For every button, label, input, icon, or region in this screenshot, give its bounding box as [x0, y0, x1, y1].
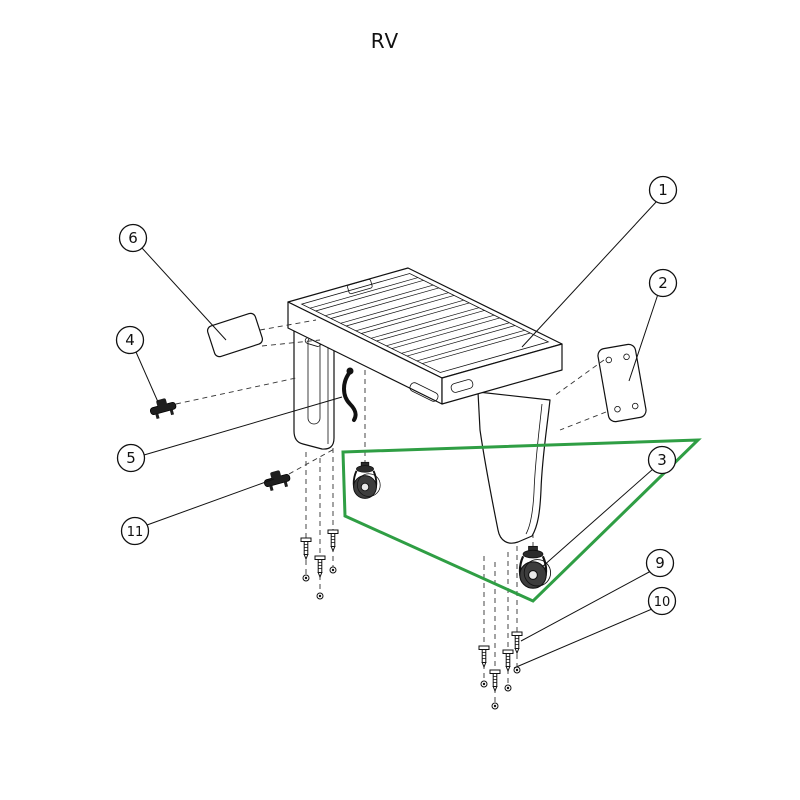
right-leg-inner-contour: [525, 403, 543, 535]
platform-label-plate: [347, 278, 373, 295]
plate-hole-1: [605, 356, 612, 364]
screw: [327, 529, 339, 552]
callout-circle-9[interactable]: [645, 548, 675, 578]
strap-bracket: [342, 367, 358, 422]
screw: [489, 669, 501, 692]
plate-hole-2: [623, 353, 630, 361]
highlight-region: [341, 438, 702, 603]
washer: [316, 592, 324, 600]
platform-inner-rim: [300, 273, 550, 373]
callout-circle-4[interactable]: [115, 325, 145, 355]
callout-circle-10[interactable]: [647, 586, 677, 616]
washer: [491, 702, 499, 710]
callout-number-5: 5: [126, 449, 136, 467]
leader-line-11: [146, 478, 275, 526]
leader-line-5: [143, 396, 343, 456]
leader-line-2: [628, 293, 659, 382]
plate-hole-3: [614, 405, 621, 413]
apron-handle-slot: [409, 382, 439, 402]
apron-latch-slot: [450, 379, 474, 393]
callout-circle-2[interactable]: [648, 268, 678, 298]
callout-1[interactable]: 1: [648, 175, 678, 205]
callout-6[interactable]: 6: [118, 223, 148, 253]
callout-9[interactable]: 9: [645, 548, 675, 578]
callout-number-3: 3: [657, 451, 667, 469]
screw: [314, 555, 326, 578]
clamp-latch-11: [261, 467, 293, 493]
callout-circle-5[interactable]: [116, 443, 146, 473]
mounting-plate-body: [597, 343, 647, 423]
callout-circle-1[interactable]: [648, 175, 678, 205]
callout-circle-3[interactable]: [647, 445, 677, 475]
screw: [502, 649, 514, 672]
diagram-title: RV: [371, 29, 399, 53]
pad-plate: [206, 312, 264, 358]
screw: [300, 537, 312, 560]
strap-hook: [342, 370, 358, 422]
leader-line-4: [135, 351, 159, 403]
right-leg-panel: [477, 391, 551, 544]
caster-wheel-right: [518, 545, 552, 590]
callout-number-9: 9: [655, 554, 665, 572]
callout-number-6: 6: [128, 229, 138, 247]
washer: [504, 684, 512, 692]
callout-number-2: 2: [658, 274, 668, 292]
platform-apron-right-face: [441, 343, 563, 405]
callout-2[interactable]: 2: [648, 268, 678, 298]
assembly-guide-lines: [175, 319, 607, 475]
callout-4[interactable]: 4: [115, 325, 145, 355]
callout-10[interactable]: 10: [647, 586, 677, 616]
callout-5[interactable]: 5: [116, 443, 146, 473]
callout-circle-6[interactable]: [118, 223, 148, 253]
callout-number-4: 4: [125, 331, 135, 349]
leader-line-10: [513, 608, 653, 669]
screw: [478, 645, 490, 668]
callout-circle-11[interactable]: [120, 516, 150, 546]
right-leg-outline: [477, 391, 551, 544]
top-platform: [287, 267, 563, 405]
leader-lines: [135, 200, 659, 669]
washer: [480, 680, 488, 688]
callout-11[interactable]: 11: [120, 516, 150, 546]
fastener-screws: [300, 529, 523, 710]
washer: [302, 574, 310, 582]
leader-line-3: [541, 468, 654, 568]
leader-line-6: [141, 247, 227, 341]
callout-number-1: 1: [658, 181, 668, 199]
callout-number-11: 11: [127, 525, 144, 540]
washer: [329, 566, 337, 574]
strap-ball-end: [346, 367, 354, 375]
leader-line-9: [520, 570, 652, 642]
caster-wheel-left: [352, 461, 382, 500]
callout-number-10: 10: [654, 595, 671, 610]
plate-hole-4: [632, 402, 639, 410]
callout-3[interactable]: 3: [647, 445, 677, 475]
platform-slats: [309, 277, 531, 364]
leader-line-1: [521, 200, 658, 348]
clamp-latch-4: [147, 395, 179, 421]
mounting-plate: [597, 343, 647, 423]
